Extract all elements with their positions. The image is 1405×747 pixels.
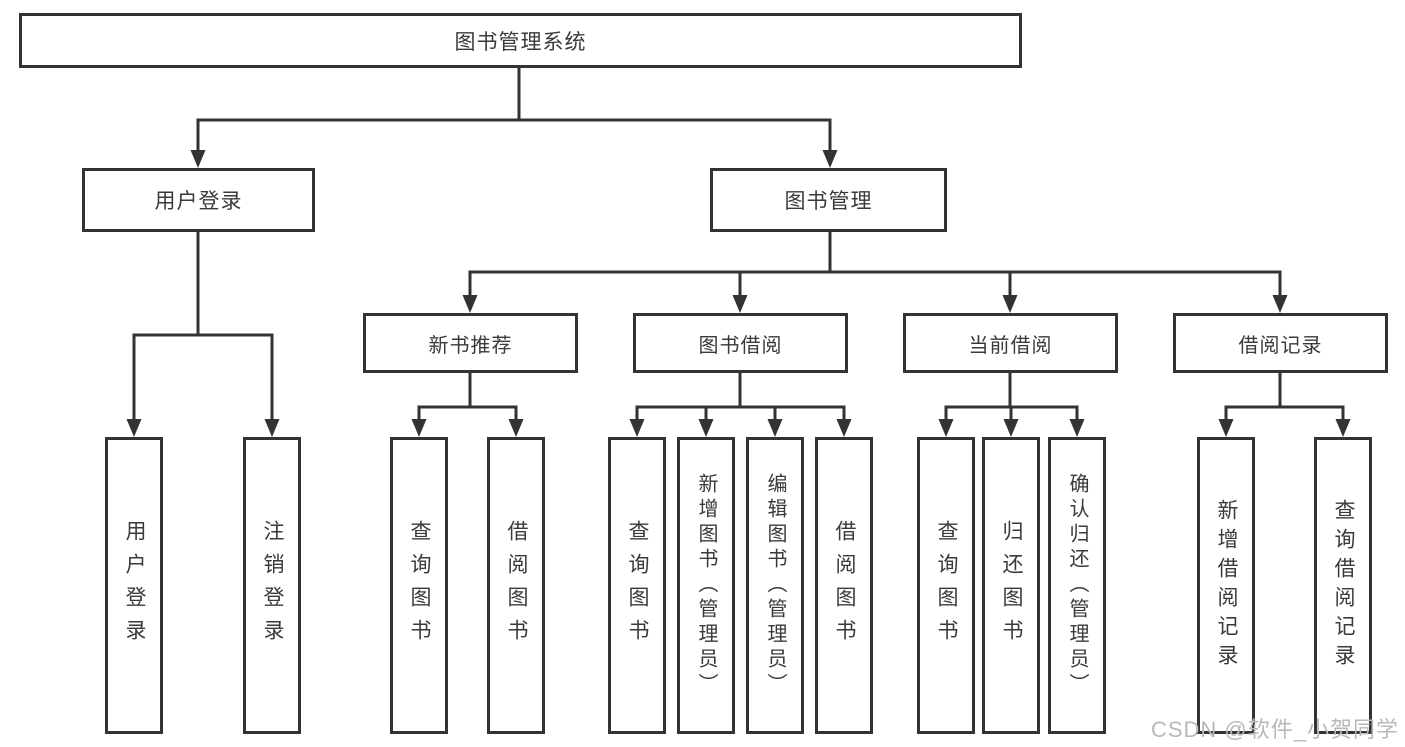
leaf-query-books-borrowing: 查询图书: [608, 437, 666, 734]
leaf-query-books-current: 查询图书: [917, 437, 975, 734]
node-book-management: 图书管理: [710, 168, 947, 232]
leaf-query-books-recommend: 查询图书: [390, 437, 448, 734]
leaf-logout: 注销登录: [243, 437, 301, 734]
csdn-watermark: CSDN @软件_小贺同学: [1150, 717, 1399, 742]
leaf-borrow-books-recommend: 借阅图书: [487, 437, 545, 734]
leaf-confirm-return-admin: 确认归还（管理员）: [1048, 437, 1106, 734]
leaf-return-books: 归还图书: [982, 437, 1040, 734]
node-current-borrowing: 当前借阅: [903, 313, 1118, 373]
leaf-borrow-books-borrowing: 借阅图书: [815, 437, 873, 734]
node-new-book-recommendation: 新书推荐: [363, 313, 578, 373]
leaf-add-borrow-record: 新增借阅记录: [1197, 437, 1255, 734]
leaf-query-borrow-record: 查询借阅记录: [1314, 437, 1372, 734]
leaf-user-login: 用户登录: [105, 437, 163, 734]
node-library-management-system: 图书管理系统: [19, 13, 1022, 68]
node-book-borrowing: 图书借阅: [633, 313, 848, 373]
node-user-login: 用户登录: [82, 168, 315, 232]
leaf-edit-book-admin: 编辑图书（管理员）: [746, 437, 804, 734]
node-borrowing-records: 借阅记录: [1173, 313, 1388, 373]
leaf-add-book-admin: 新增图书（管理员）: [677, 437, 735, 734]
